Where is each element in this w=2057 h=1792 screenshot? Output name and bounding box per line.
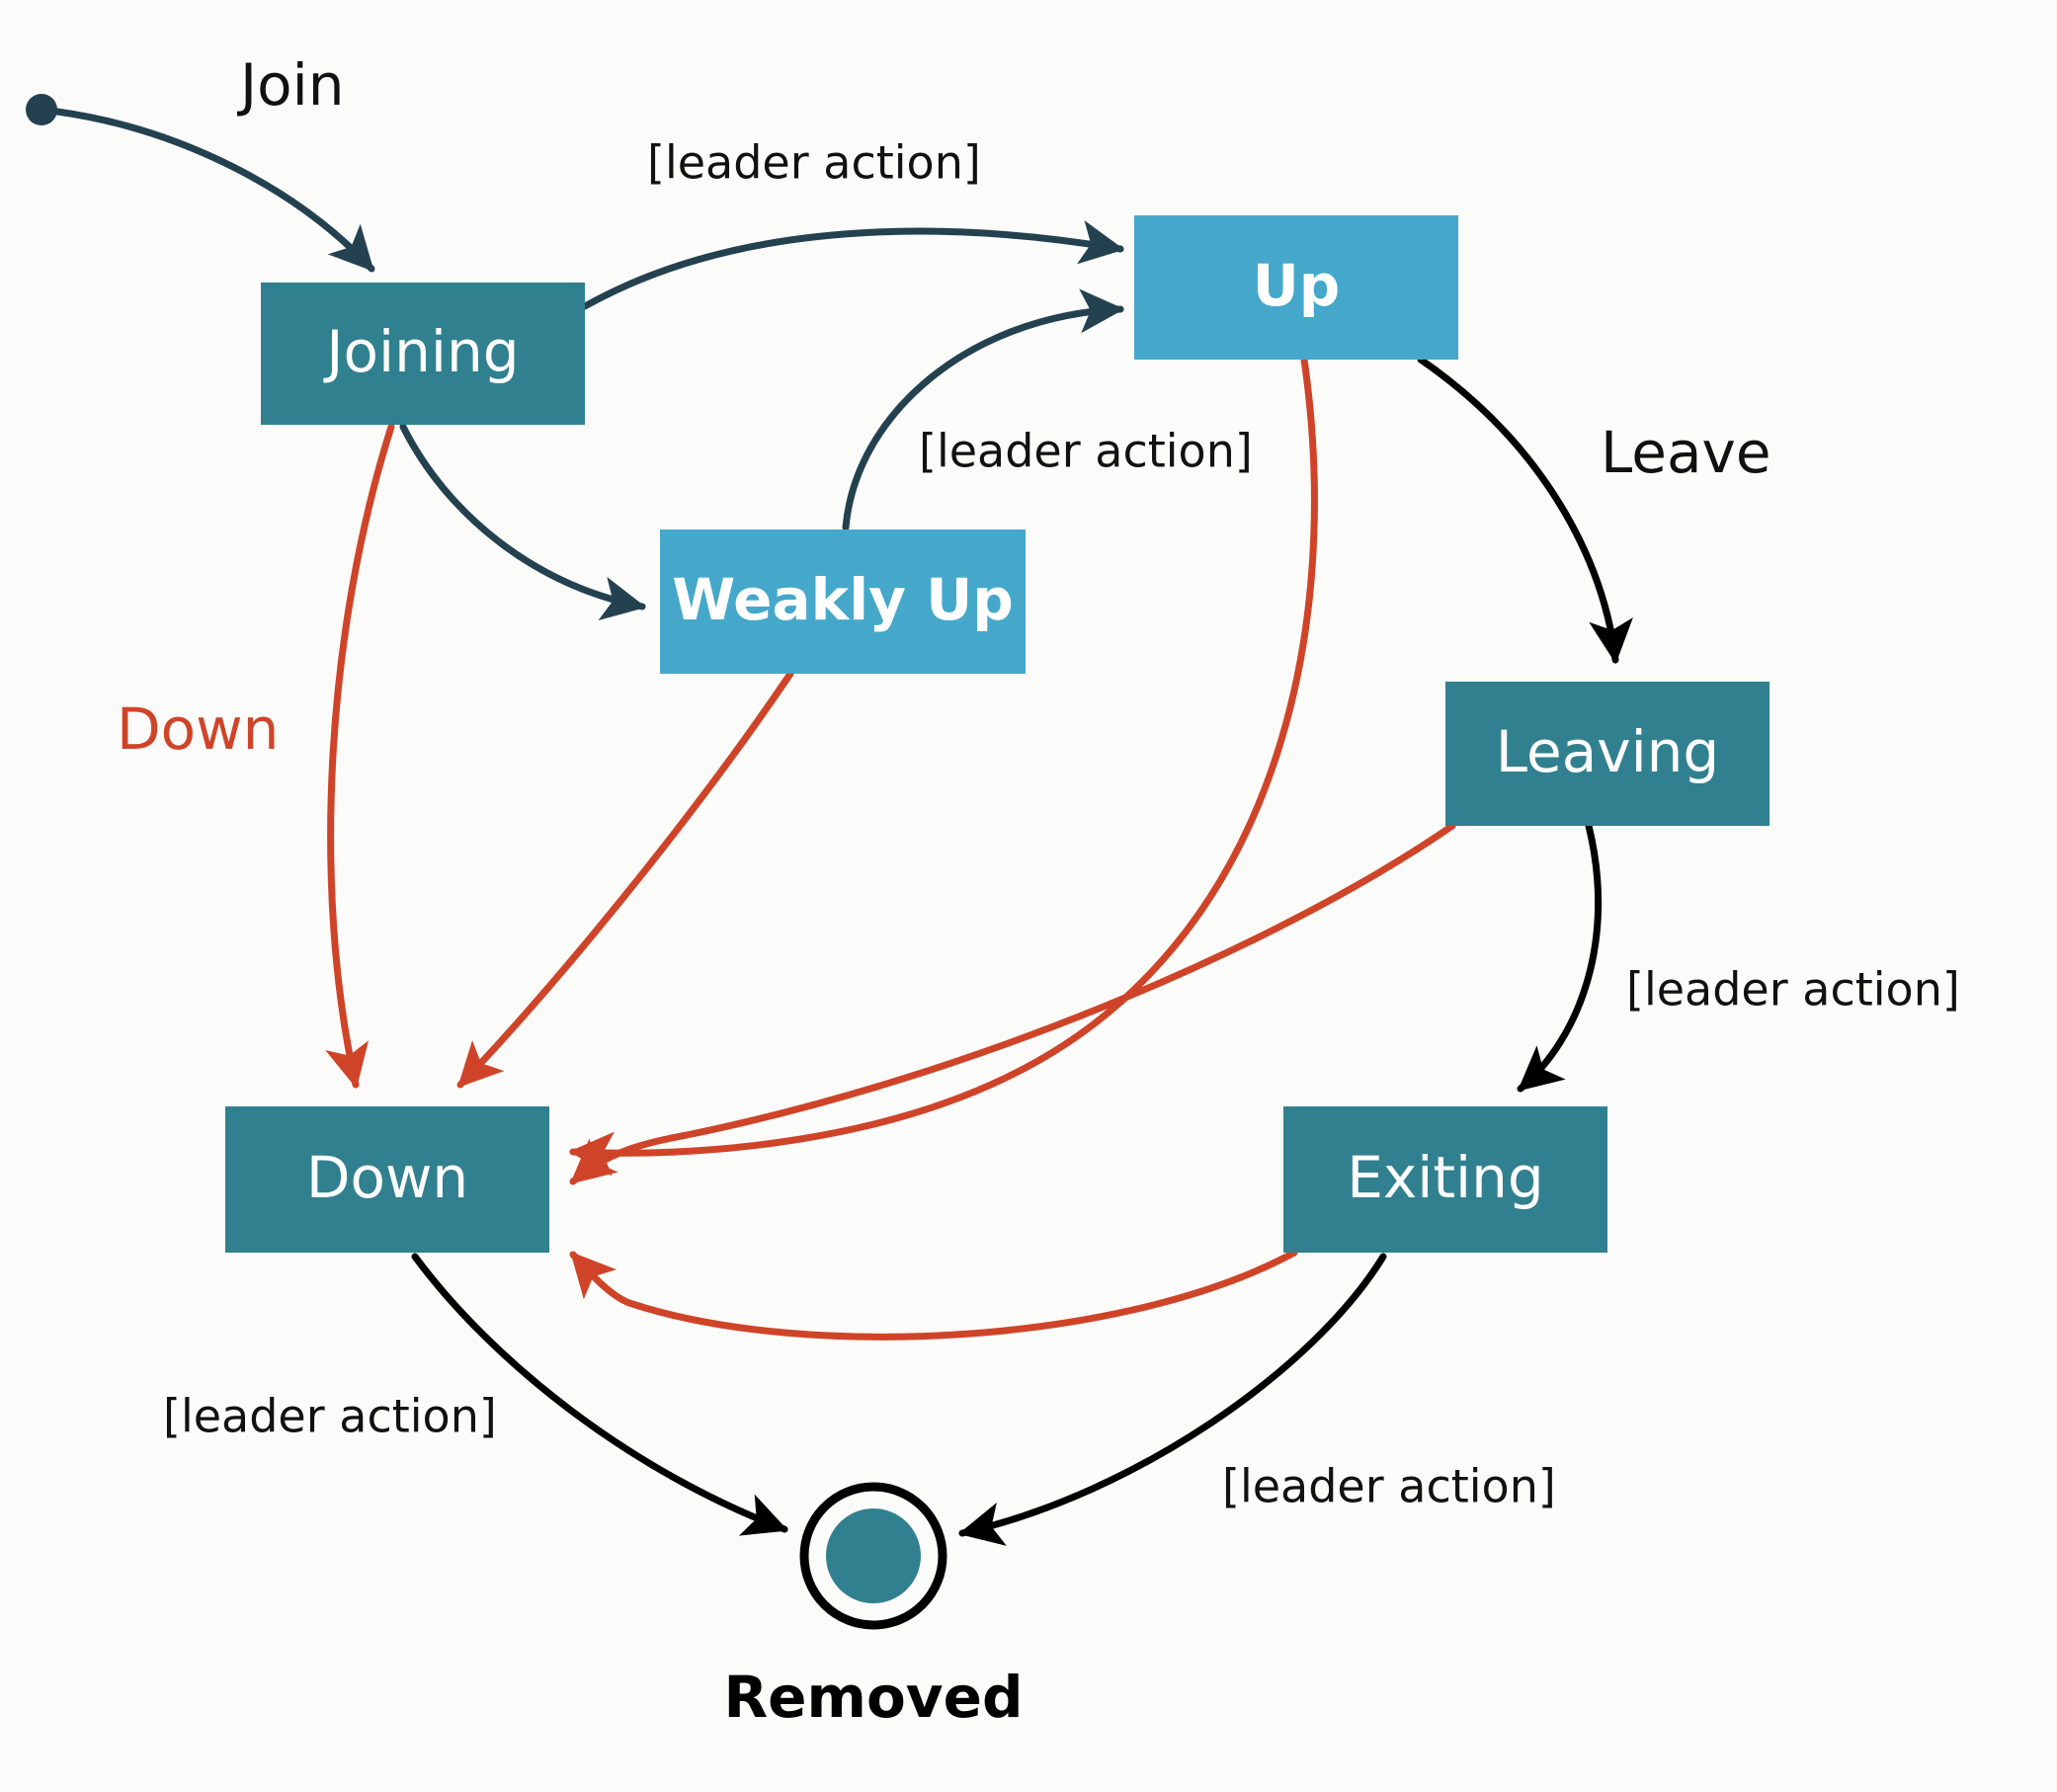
state-label-down: Down [306, 1144, 468, 1211]
edge-label-down-removed-leader-action: [leader action] [163, 1390, 497, 1443]
edge-weakly-up-to-down [456, 670, 794, 1089]
edge-path-joining-up [581, 220, 1125, 310]
edge-path-up-down [568, 356, 1318, 1177]
edge-path-leaving-down [569, 822, 1456, 1185]
edge-path-weaklyup-down [456, 670, 794, 1089]
edge-path-weaklyup-up [842, 288, 1125, 531]
state-box-down[interactable] [225, 1106, 549, 1253]
edge-up-to-leaving [1417, 356, 1633, 665]
final-state-caption: Removed [724, 1664, 1024, 1731]
edge-label-leaving-exiting-leader-action: [leader action] [1626, 963, 1960, 1017]
edge-up-to-down [568, 356, 1318, 1177]
edge-label-exiting-removed-leader-action: [leader action] [1222, 1460, 1556, 1513]
state-box-weakly-up[interactable] [660, 529, 1026, 674]
edge-exiting-to-down [569, 1249, 1298, 1341]
edge-label-weaklyup-up-leader-action: [leader action] [919, 425, 1253, 478]
state-label-exiting: Exiting [1347, 1144, 1544, 1211]
state-node-exiting[interactable]: Exiting [1283, 1106, 1607, 1253]
edge-exiting-to-removed [958, 1253, 1387, 1546]
edge-down-to-removed [411, 1253, 788, 1536]
initial-state-dot [26, 94, 57, 125]
edge-start-to-joining [53, 108, 375, 273]
edge-leaving-to-down [569, 822, 1456, 1185]
state-label-weakly-up: Weakly Up [672, 566, 1013, 633]
state-box-leaving[interactable] [1445, 682, 1769, 826]
state-label-joining: Joining [323, 318, 519, 385]
edge-path-joining-weaklyup [399, 423, 647, 620]
state-box-joining[interactable] [261, 283, 585, 425]
edge-path-exiting-down [569, 1249, 1298, 1341]
state-box-exiting[interactable] [1283, 1106, 1607, 1253]
edge-label-down: Down [117, 695, 279, 763]
state-node-leaving[interactable]: Leaving [1445, 682, 1769, 826]
edge-joining-to-up [581, 220, 1125, 310]
state-node-down[interactable]: Down [225, 1106, 549, 1253]
edge-label-leave: Leave [1601, 419, 1771, 486]
edge-label-joining-up-leader-action: [leader action] [647, 136, 981, 190]
edge-joining-to-down [325, 423, 395, 1089]
state-label-leaving: Leaving [1496, 718, 1720, 785]
state-label-up: Up [1253, 252, 1341, 319]
final-state-removed[interactable]: Removed [724, 1482, 1024, 1731]
edge-path-leaving-exiting [1517, 822, 1603, 1093]
state-node-up[interactable]: Up [1134, 215, 1458, 360]
edge-leaving-to-exiting [1517, 822, 1603, 1093]
edge-path-up-leaving [1417, 356, 1633, 665]
edge-weakly-up-to-up [842, 288, 1125, 531]
edge-path-joining-down [325, 423, 395, 1089]
final-state-inner-disc [826, 1508, 921, 1603]
state-node-joining[interactable]: Joining [261, 283, 585, 425]
edge-path-start-joining [53, 108, 375, 273]
edge-label-join: Join [237, 51, 344, 119]
edge-path-exiting-removed [958, 1253, 1387, 1546]
edge-joining-to-weakly-up [399, 423, 647, 620]
state-box-up[interactable] [1134, 215, 1458, 360]
state-node-weakly-up[interactable]: Weakly Up [660, 529, 1026, 674]
edge-path-down-removed [411, 1253, 788, 1536]
